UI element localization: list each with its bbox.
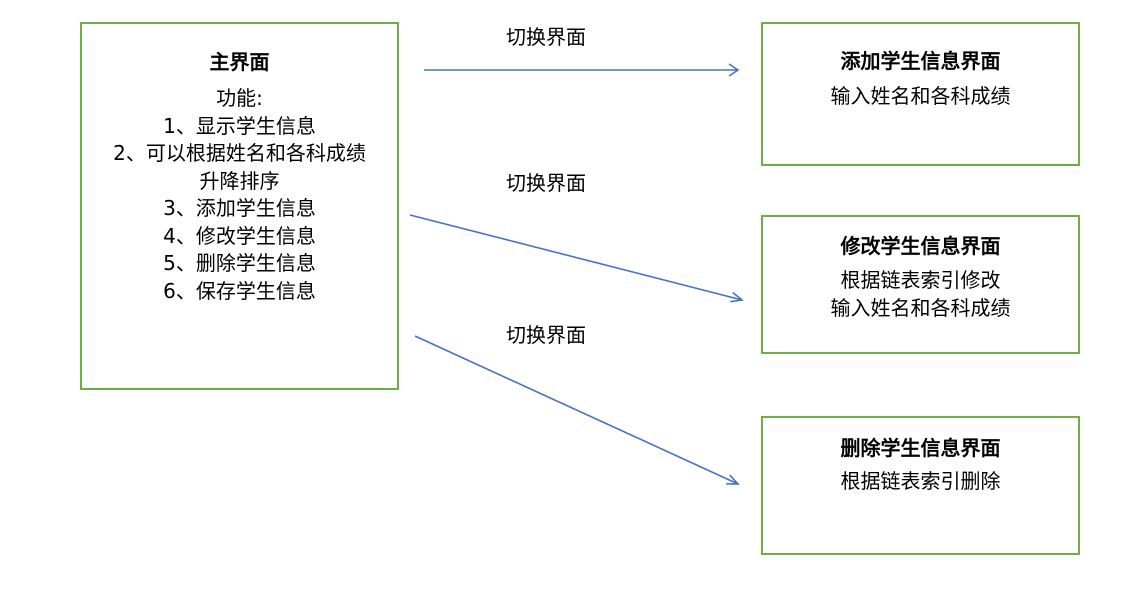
main-interface-title: 主界面 bbox=[209, 50, 270, 74]
add-student-body: 输入姓名和各科成绩 bbox=[763, 83, 1078, 111]
add-student-box: 添加学生信息界面 输入姓名和各科成绩 bbox=[761, 22, 1080, 166]
modify-student-title: 修改学生信息界面 bbox=[840, 234, 1001, 258]
modify-student-line: 根据链表索引修改 bbox=[840, 268, 1001, 292]
switch-label-delete: 切换界面 bbox=[506, 323, 586, 347]
switch-label-add: 切换界面 bbox=[506, 25, 586, 49]
modify-student-box: 修改学生信息界面 根据链表索引修改 输入姓名和各科成绩 bbox=[761, 215, 1080, 354]
switch-label-modify: 切换界面 bbox=[506, 171, 586, 195]
add-student-line: 输入姓名和各科成绩 bbox=[830, 84, 1011, 108]
delete-student-body: 根据链表索引删除 bbox=[763, 468, 1078, 496]
delete-student-box: 删除学生信息界面 根据链表索引删除 bbox=[761, 416, 1080, 555]
feature-item: 2、可以根据姓名和各科成绩 bbox=[113, 141, 366, 165]
feature-item: 升降排序 bbox=[199, 168, 280, 193]
feature-item: 6、保存学生信息 bbox=[163, 278, 316, 303]
arrow-to-modify-head bbox=[730, 291, 744, 303]
delete-student-title: 删除学生信息界面 bbox=[840, 436, 1001, 460]
arrow-to-modify bbox=[409, 214, 743, 301]
feature-item: 3、添加学生信息 bbox=[163, 196, 316, 220]
modify-student-body: 根据链表索引修改 输入姓名和各科成绩 bbox=[763, 267, 1078, 322]
arrow-to-add-head bbox=[728, 63, 740, 77]
add-student-title: 添加学生信息界面 bbox=[840, 49, 1001, 73]
main-interface-box: 主界面 功能: 1、显示学生信息 2、可以根据姓名和各科成绩 升降排序 3、添加… bbox=[80, 22, 399, 390]
features-label: 功能: bbox=[216, 86, 263, 110]
modify-student-line: 输入姓名和各科成绩 bbox=[830, 295, 1011, 320]
delete-student-line: 根据链表索引删除 bbox=[840, 469, 1001, 493]
arrow-to-delete bbox=[414, 335, 739, 485]
feature-item: 1、显示学生信息 bbox=[163, 113, 316, 138]
feature-item: 5、删除学生信息 bbox=[163, 251, 316, 275]
arrow-to-delete-head bbox=[726, 474, 740, 485]
feature-item: 4、修改学生信息 bbox=[163, 223, 316, 248]
feature-list: 功能: 1、显示学生信息 2、可以根据姓名和各科成绩 升降排序 3、添加学生信息… bbox=[82, 85, 397, 305]
